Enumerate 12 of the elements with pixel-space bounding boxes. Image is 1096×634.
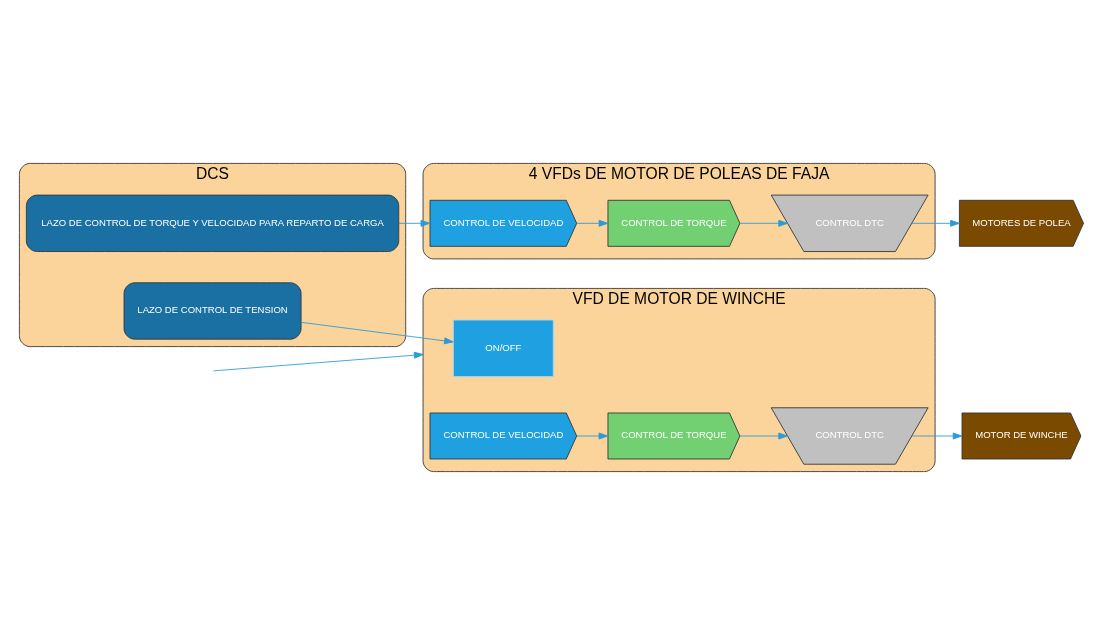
node-box: LAZO DE CONTROL DE TORQUE Y VELOCIDAD PARA REPARTO DE CARGA [25,194,400,252]
arrow [300,321,454,344]
arrow [576,219,609,227]
arrow [739,219,788,227]
arrow [576,432,609,439]
node-box: LAZO DE CONTROL DE TENSION [123,281,302,340]
arrow [213,351,424,371]
arrow [398,219,431,227]
node-box: ON/OFF [453,319,554,377]
arrow [911,432,963,439]
arrow [911,219,960,227]
arrow [739,432,788,439]
